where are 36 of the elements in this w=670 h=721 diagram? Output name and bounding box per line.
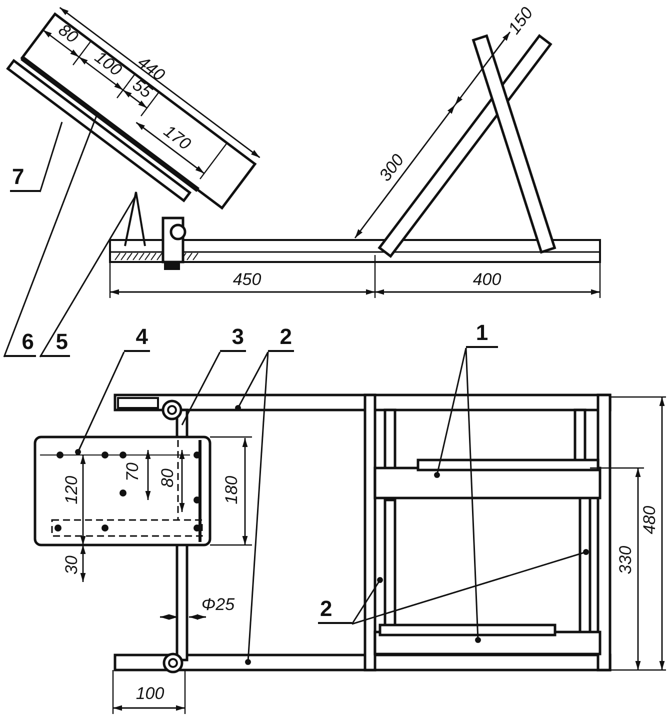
dimension-label: 70 — [124, 462, 142, 482]
dimension-label: 300 — [376, 151, 408, 185]
leader-line — [245, 352, 269, 665]
leader-line — [352, 549, 589, 625]
leader-line — [3, 112, 99, 358]
callout-number: 5 — [40, 331, 70, 357]
dimension-label: 80 — [54, 20, 81, 46]
leader-line — [39, 194, 137, 358]
dimension-label: 450 — [232, 271, 262, 289]
leader-line — [75, 352, 125, 455]
dimension-label: 150 — [505, 4, 537, 38]
dimension-label: 80 — [159, 468, 177, 488]
dimension-label: 180 — [223, 476, 241, 504]
dimension-label: 480 — [641, 506, 659, 534]
callout-number: 6 — [4, 331, 36, 357]
dimension-label: 100 — [91, 48, 125, 80]
dimension-label: 100 — [136, 685, 164, 703]
dimension-label: 400 — [472, 271, 502, 289]
leader-line — [351, 577, 383, 624]
dimension-label: 170 — [160, 122, 194, 154]
callout-number: 1 — [466, 322, 498, 348]
leader-line — [434, 348, 467, 478]
dimension-label: 330 — [617, 546, 635, 574]
callout-number: 7 — [10, 166, 40, 192]
leader-line — [39, 122, 63, 192]
leader-line — [465, 348, 481, 643]
leader-line — [181, 352, 221, 426]
leader-line — [235, 352, 269, 411]
callout-number: 2 — [268, 326, 294, 352]
dimension-label: 55 — [129, 76, 156, 102]
callout-number: 2 — [318, 598, 352, 624]
dimension-label: Φ25 — [201, 596, 235, 614]
callout-number: 4 — [124, 326, 150, 352]
callout-number: 3 — [220, 326, 246, 352]
dimension-label: 30 — [63, 556, 81, 574]
dimension-label: 120 — [63, 476, 81, 504]
